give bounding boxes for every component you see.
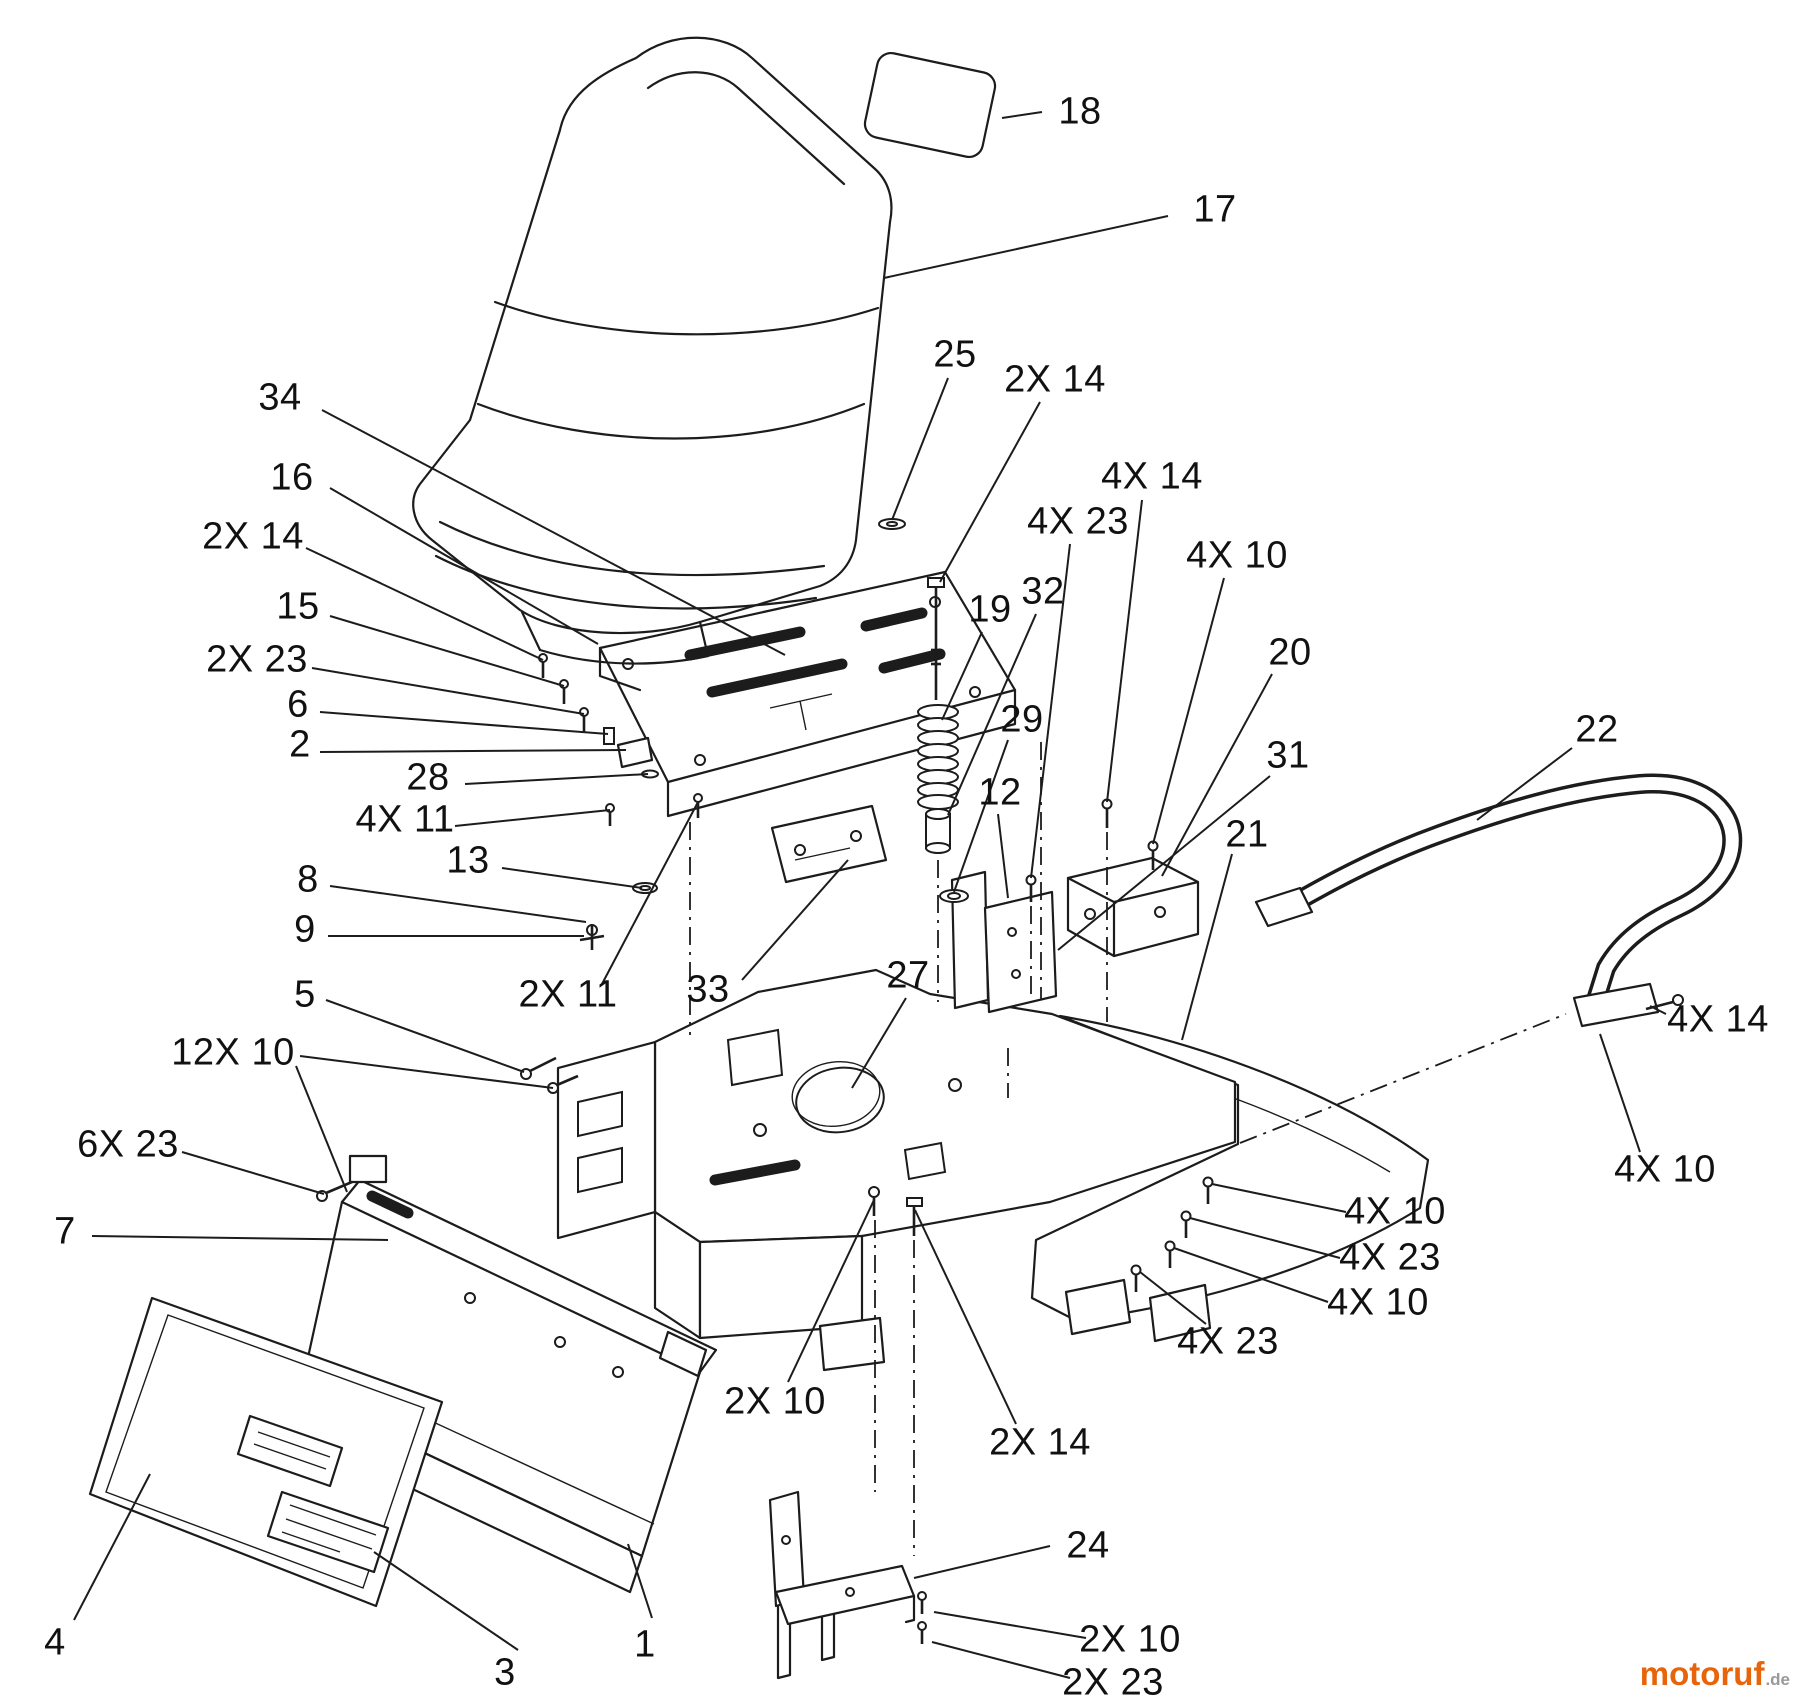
pivot-bracket-drawing (1066, 856, 1200, 958)
callout-8: 8 (297, 858, 319, 901)
roll-bar-drawing (1254, 773, 1743, 1028)
mount-plates-drawing (950, 870, 1058, 1014)
brand-tld: .de (1765, 1670, 1790, 1689)
callout-5: 5 (294, 973, 316, 1016)
callout-2x10-bottom: 2X 10 (1079, 1618, 1181, 1661)
seat-plate-drawing (598, 570, 1017, 818)
callout-27: 27 (886, 954, 930, 997)
callout-25: 25 (933, 333, 977, 376)
seat-drawing (412, 36, 893, 665)
callout-6x23: 6X 23 (77, 1123, 179, 1166)
callout-19: 19 (968, 588, 1012, 631)
callout-4x23-top: 4X 23 (1027, 500, 1129, 543)
callout-20: 20 (1268, 631, 1312, 674)
callout-1: 1 (634, 1623, 656, 1666)
callout-33: 33 (686, 968, 730, 1011)
callout-13: 13 (446, 839, 490, 882)
callout-2x10-left: 2X 10 (724, 1380, 826, 1423)
callout-32: 32 (1021, 570, 1065, 613)
pad-drawing (863, 51, 997, 159)
callout-21: 21 (1225, 813, 1269, 856)
under-plate-support-drawing (770, 804, 888, 884)
callout-6: 6 (287, 683, 309, 726)
callout-4x23-mid1: 4X 23 (1339, 1236, 1441, 1279)
callout-2x11: 2X 11 (518, 973, 618, 1016)
callout-7: 7 (54, 1210, 76, 1253)
spring-drawing (917, 704, 969, 903)
decal-panel-drawing (88, 1296, 444, 1608)
callout-4x23-mid2: 4X 23 (1177, 1320, 1279, 1363)
callout-4: 4 (44, 1621, 66, 1664)
callout-4x10-mid1: 4X 10 (1344, 1190, 1446, 1233)
callout-15: 15 (276, 585, 320, 628)
callout-2x14-left: 2X 14 (202, 515, 304, 558)
brand-text: motoruf (1639, 1655, 1765, 1692)
motoruf-logo: motoruf .de (1640, 1655, 1790, 1693)
callout-16: 16 (270, 456, 314, 499)
callout-4x10-top: 4X 10 (1186, 534, 1288, 577)
callout-12: 12 (978, 771, 1022, 814)
callout-2x14-bottom: 2X 14 (989, 1421, 1091, 1464)
support-bracket-drawing (768, 1490, 916, 1680)
callout-12x10: 12X 10 (171, 1031, 295, 1074)
callout-22: 22 (1575, 708, 1619, 751)
callout-28: 28 (406, 756, 450, 799)
callout-4x10-right: 4X 10 (1614, 1148, 1716, 1191)
callout-24: 24 (1066, 1524, 1110, 1567)
callout-2x23-left: 2X 23 (206, 638, 308, 681)
leader-lines (73, 111, 1667, 1679)
callout-34: 34 (258, 376, 302, 419)
callout-4x11: 4X 11 (355, 798, 455, 841)
callout-3: 3 (494, 1651, 516, 1694)
callout-29: 29 (1000, 698, 1044, 741)
callout-4x14-top: 4X 14 (1101, 455, 1203, 498)
callout-17: 17 (1193, 188, 1237, 231)
callout-9: 9 (294, 908, 316, 951)
callout-18: 18 (1058, 90, 1102, 133)
callout-4x10-mid2: 4X 10 (1327, 1281, 1429, 1324)
main-frame-drawing (556, 968, 1237, 1372)
callout-2x23-bottom: 2X 23 (1062, 1661, 1164, 1704)
callout-2: 2 (289, 723, 311, 766)
callout-4x14-right: 4X 14 (1667, 998, 1769, 1041)
callout-2x14-top: 2X 14 (1004, 358, 1106, 401)
callout-31: 31 (1266, 734, 1310, 777)
